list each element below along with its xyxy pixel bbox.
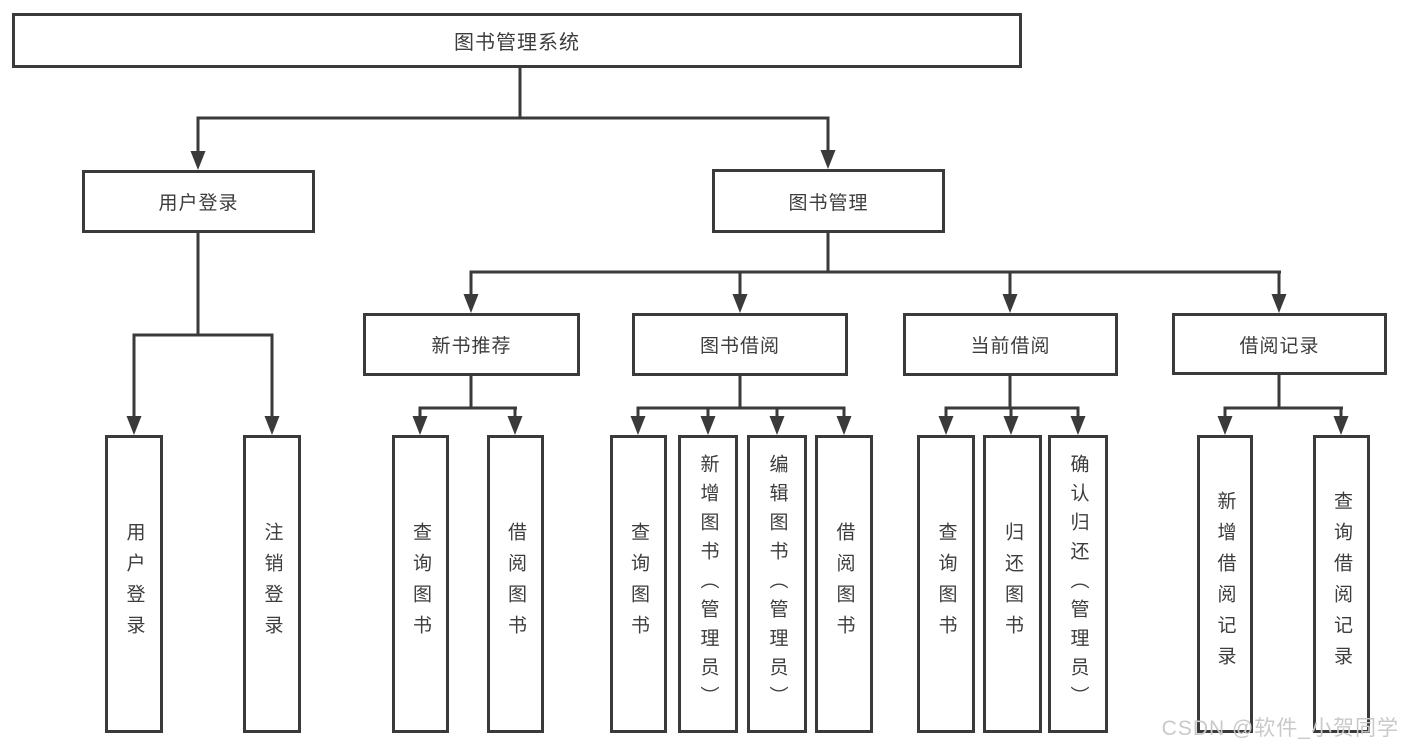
connector-root-to-level2 bbox=[190, 67, 836, 170]
node-current-borrow-label: 当前借阅 bbox=[970, 336, 1051, 357]
leaf-edit-book: 编辑图书（管理员） bbox=[747, 435, 807, 733]
csdn-watermark: CSDN @软件_小贺同学 bbox=[1161, 717, 1399, 740]
leaf-add-book-label: 新增图书（管理员） bbox=[697, 453, 719, 715]
node-root-label: 图书管理系统 bbox=[454, 32, 580, 54]
leaf-borrow-book-1: 借阅图书 bbox=[487, 435, 544, 733]
connector-new-book-rec-children bbox=[412, 376, 523, 435]
leaf-edit-book-label: 编辑图书（管理员） bbox=[766, 453, 788, 715]
node-book-mgmt-label: 图书管理 bbox=[788, 192, 869, 214]
leaf-query-book-3-label: 查询图书 bbox=[935, 522, 957, 646]
leaf-query-book-2-label: 查询图书 bbox=[628, 522, 649, 646]
node-borrow-record-label: 借阅记录 bbox=[1239, 335, 1320, 357]
connector-book-mgmt-children bbox=[463, 233, 1287, 313]
connector-book-borrow-children bbox=[630, 376, 852, 435]
leaf-logout-label: 注销登录 bbox=[261, 522, 283, 646]
connector-user-login-children bbox=[126, 233, 280, 435]
leaf-login: 用户登录 bbox=[105, 435, 163, 733]
node-book-borrow-label: 图书借阅 bbox=[699, 336, 780, 357]
leaf-query-book-2: 查询图书 bbox=[610, 435, 667, 733]
leaf-return-book: 归还图书 bbox=[983, 435, 1042, 733]
node-book-mgmt: 图书管理 bbox=[712, 169, 945, 233]
leaf-confirm-return: 确认归还（管理员） bbox=[1048, 435, 1108, 733]
leaf-query-borrow-record: 查询借阅记录 bbox=[1313, 435, 1370, 733]
leaf-logout: 注销登录 bbox=[243, 435, 301, 733]
leaf-borrow-book-2-label: 借阅图书 bbox=[833, 522, 855, 646]
leaf-query-book-1-label: 查询图书 bbox=[410, 522, 431, 646]
connector-borrow-record-children bbox=[1217, 375, 1349, 435]
leaf-query-book-1: 查询图书 bbox=[392, 435, 449, 733]
leaf-borrow-book-2: 借阅图书 bbox=[815, 435, 873, 733]
leaf-add-borrow-record-label: 新增借阅记录 bbox=[1214, 491, 1236, 677]
leaf-query-borrow-record-label: 查询借阅记录 bbox=[1331, 491, 1352, 677]
leaf-add-borrow-record: 新增借阅记录 bbox=[1197, 435, 1253, 733]
node-new-book-rec: 新书推荐 bbox=[363, 313, 580, 376]
node-current-borrow: 当前借阅 bbox=[903, 313, 1118, 376]
leaf-return-book-label: 归还图书 bbox=[1002, 522, 1023, 646]
node-user-login: 用户登录 bbox=[82, 170, 315, 233]
node-root: 图书管理系统 bbox=[12, 13, 1022, 68]
leaf-borrow-book-1-label: 借阅图书 bbox=[505, 522, 526, 646]
node-borrow-record: 借阅记录 bbox=[1172, 313, 1387, 375]
node-new-book-rec-label: 新书推荐 bbox=[431, 336, 512, 357]
node-user-login-label: 用户登录 bbox=[158, 193, 239, 214]
connector-current-borrow-children bbox=[938, 376, 1086, 435]
node-book-borrow: 图书借阅 bbox=[632, 313, 848, 376]
leaf-confirm-return-label: 确认归还（管理员） bbox=[1067, 453, 1089, 715]
leaf-query-book-3: 查询图书 bbox=[917, 435, 975, 733]
leaf-login-label: 用户登录 bbox=[123, 522, 145, 646]
leaf-add-book: 新增图书（管理员） bbox=[678, 435, 738, 733]
